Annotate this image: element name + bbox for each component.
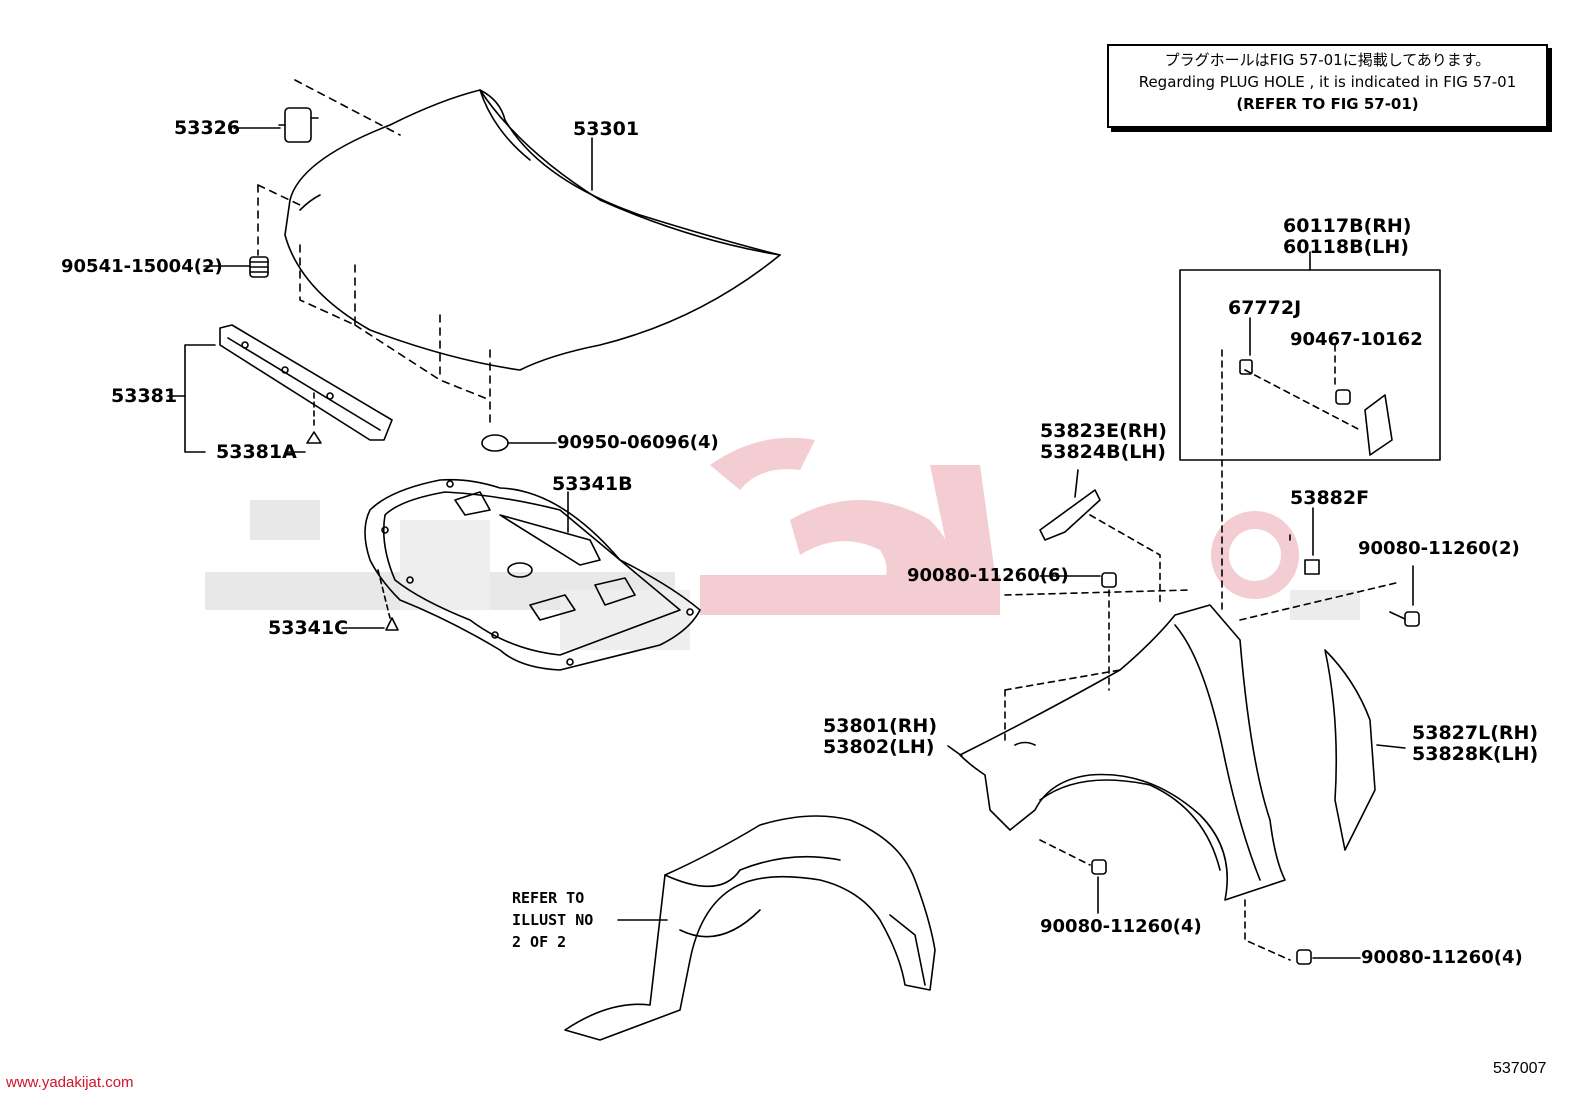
clip-53381a bbox=[306, 431, 322, 444]
part-label-90080-4b: 90080-11260(4) bbox=[1361, 947, 1523, 968]
refer-line-2: ILLUST NO bbox=[512, 911, 594, 929]
part-label-60118b: 60118B(LH) bbox=[1283, 236, 1409, 258]
fender-53801 bbox=[959, 604, 1286, 901]
hood-dashed-guides bbox=[257, 79, 491, 426]
refer-illust-note: REFER TO ILLUST NO 2 OF 2 bbox=[512, 887, 593, 953]
seal-53827l bbox=[1324, 649, 1376, 851]
refer-line-3: 2 OF 2 bbox=[512, 933, 567, 951]
bolt-90080-2 bbox=[1389, 611, 1420, 627]
part-label-53828k: 53828K(LH) bbox=[1412, 743, 1539, 765]
hood-insulator-53341b bbox=[364, 478, 701, 671]
cushion-90541 bbox=[249, 256, 269, 278]
part-label-90541: 90541-15004(2) bbox=[61, 256, 223, 277]
emblem-group-box bbox=[1179, 269, 1441, 461]
emblem-60117b bbox=[1364, 394, 1393, 456]
fender-liner bbox=[564, 815, 936, 1041]
note-line-jp: プラグホールはFIG 57-01に掲載してあります。 bbox=[1164, 51, 1491, 69]
hood-support-53381 bbox=[219, 324, 393, 441]
part-label-53341c: 53341C bbox=[268, 617, 349, 639]
part-label-90080-2: 90080-11260(2) bbox=[1358, 538, 1520, 559]
part-label-90080-4a: 90080-11260(4) bbox=[1040, 916, 1202, 937]
part-label-53882f: 53882F bbox=[1290, 487, 1370, 509]
clip-53882f bbox=[1304, 559, 1320, 575]
part-label-90080-6: 90080-11260(6) bbox=[907, 565, 1069, 586]
part-label-53823e: 53823E(RH) bbox=[1040, 420, 1167, 442]
hood-stop-53326 bbox=[278, 107, 319, 143]
part-label-53802: 53802(LH) bbox=[823, 736, 935, 758]
part-label-90467: 90467-10162 bbox=[1290, 329, 1423, 350]
figure-code: 537007 bbox=[1493, 1060, 1547, 1077]
note-line-ref: (REFER TO FIG 57-01) bbox=[1236, 95, 1419, 113]
website-link[interactable]: www.yadakijat.com bbox=[6, 1074, 134, 1091]
hood-panel bbox=[284, 89, 781, 371]
part-label-53381a: 53381A bbox=[216, 441, 297, 463]
part-label-53341b: 53341B bbox=[552, 473, 633, 495]
note-line-en: Regarding PLUG HOLE , it is indicated in… bbox=[1138, 73, 1517, 91]
bolt-90080-4b bbox=[1296, 949, 1312, 965]
watermark-logo bbox=[205, 437, 1360, 650]
plug-hole-note: プラグホールはFIG 57-01に掲載してあります。 Regarding PLU… bbox=[1107, 44, 1548, 128]
seal-53823e bbox=[1039, 489, 1101, 541]
bolt-90080-4a bbox=[1091, 859, 1107, 875]
clip-53341c bbox=[385, 617, 399, 631]
hood-plug-90950 bbox=[481, 434, 509, 452]
screw-67772j bbox=[1239, 359, 1253, 375]
part-label-67772j: 67772J bbox=[1228, 297, 1302, 319]
clip-90467 bbox=[1335, 389, 1351, 405]
refer-line-1: REFER TO bbox=[512, 889, 585, 907]
part-label-90950: 90950-06096(4) bbox=[557, 432, 719, 453]
part-label-53824b: 53824B(LH) bbox=[1040, 441, 1166, 463]
part-label-53326: 53326 bbox=[174, 117, 241, 139]
part-label-53381: 53381 bbox=[111, 385, 178, 407]
bolt-90080-6 bbox=[1101, 572, 1117, 588]
part-label-53301: 53301 bbox=[573, 118, 640, 140]
part-label-53801: 53801(RH) bbox=[823, 715, 937, 737]
part-label-53827l: 53827L(RH) bbox=[1412, 722, 1539, 744]
part-label-60117b: 60117B(RH) bbox=[1283, 215, 1412, 237]
